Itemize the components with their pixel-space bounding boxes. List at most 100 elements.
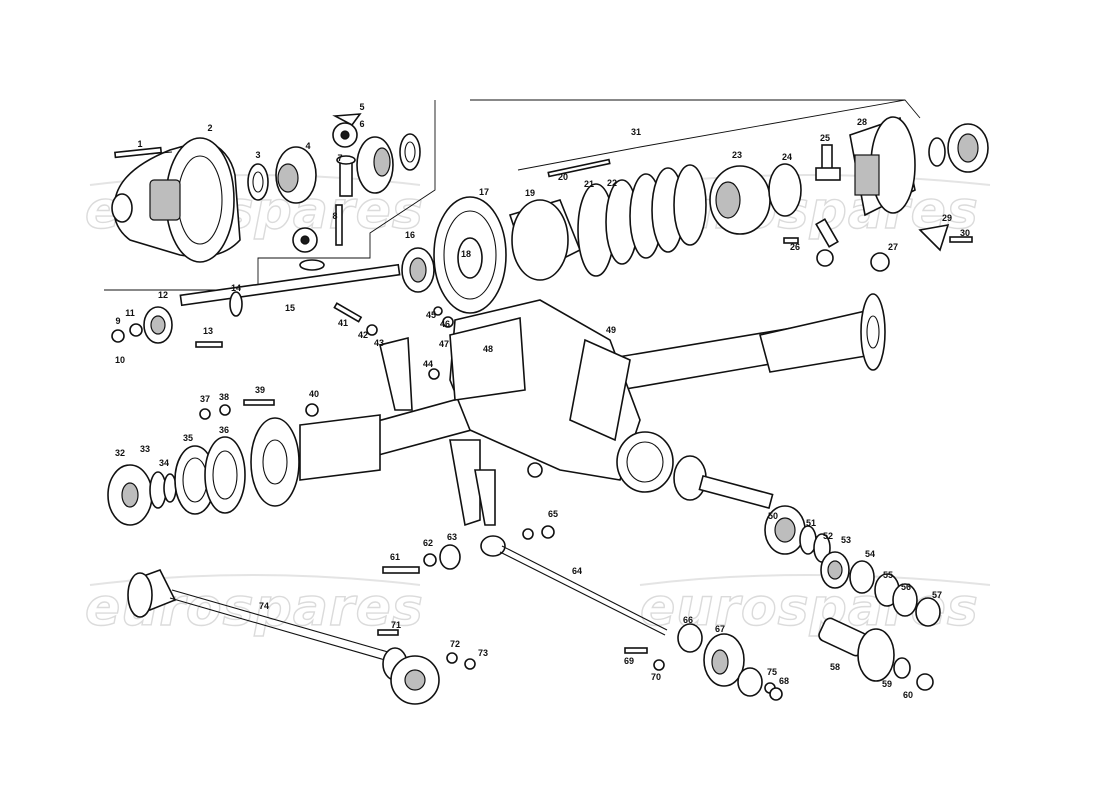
callout-45: 45 [426, 310, 436, 320]
hardware-37-38-39-40 [199, 399, 319, 420]
pin-1 [114, 146, 163, 159]
callout-19: 19 [525, 188, 535, 198]
callout-57: 57 [932, 590, 942, 600]
callout-71: 71 [391, 620, 401, 630]
callout-38: 38 [219, 392, 229, 402]
callout-68: 68 [779, 676, 789, 686]
callout-28: 28 [857, 117, 867, 127]
bearing-16a [401, 247, 435, 293]
side-gear-4a [275, 146, 317, 204]
small-parts-26-27-29-30 [783, 223, 973, 272]
plate-36 [204, 436, 246, 514]
axle-housing-49 [343, 299, 882, 527]
differential-case [111, 137, 241, 263]
pin-8 [335, 204, 343, 246]
callout-5: 5 [359, 102, 364, 112]
callout-70: 70 [651, 672, 661, 682]
bearing-16b [947, 123, 989, 173]
callout-32: 32 [115, 448, 125, 458]
callout-66: 66 [683, 615, 693, 625]
seal-54 [849, 560, 875, 594]
callout-48: 48 [483, 344, 493, 354]
callout-51: 51 [806, 518, 816, 528]
washer-3a [247, 163, 269, 201]
callout-11: 11 [125, 308, 135, 318]
callout-52: 52 [823, 531, 833, 541]
callout-49: 49 [606, 325, 616, 335]
callout-22: 22 [607, 178, 617, 188]
callout-43: 43 [374, 338, 384, 348]
callout-23: 23 [732, 150, 742, 160]
callout-74: 74 [259, 601, 269, 611]
callout-37: 37 [200, 394, 210, 404]
callout-33: 33 [140, 444, 150, 454]
washer-5b [299, 259, 325, 271]
bracket-43 [379, 336, 413, 411]
diff-housing-19 [508, 199, 582, 281]
callout-35: 35 [183, 433, 193, 443]
callout-15: 15 [285, 303, 295, 313]
clutch-pack-21-22 [577, 164, 707, 277]
seal-56 [892, 583, 918, 617]
callout-42: 42 [358, 330, 368, 340]
callout-7: 7 [337, 153, 342, 163]
washer-59 [893, 657, 911, 679]
callout-44: 44 [423, 359, 433, 369]
callout-50: 50 [768, 511, 778, 521]
gasket-48 [449, 316, 526, 401]
callout-60: 60 [903, 690, 913, 700]
callout-25: 25 [820, 133, 830, 143]
bearing-53 [820, 551, 850, 589]
callout-3: 3 [255, 150, 260, 160]
housing-28 [849, 116, 916, 217]
callout-72: 72 [450, 639, 460, 649]
callout-46: 46 [440, 319, 450, 329]
ring-gear-17 [433, 196, 507, 314]
callout-54: 54 [865, 549, 875, 559]
washer-34 [163, 473, 177, 503]
washer-3b [399, 133, 421, 171]
gear-24 [768, 163, 802, 217]
callout-55: 55 [883, 570, 893, 580]
callout-47: 47 [439, 339, 449, 349]
callout-20: 20 [558, 172, 568, 182]
callout-18: 18 [461, 249, 471, 259]
callout-12: 12 [158, 290, 168, 300]
callout-16: 16 [405, 230, 415, 240]
callout-30: 30 [960, 228, 970, 238]
callout-31: 31 [631, 127, 641, 137]
flange-58 [818, 617, 895, 682]
callout-34: 34 [159, 458, 169, 468]
callout-40: 40 [309, 389, 319, 399]
housing-23 [709, 165, 771, 235]
bolt-20 [547, 158, 611, 178]
callout-69: 69 [624, 656, 634, 666]
callout-1: 1 [137, 139, 142, 149]
callout-65: 65 [548, 509, 558, 519]
callout-24: 24 [782, 152, 792, 162]
callout-29: 29 [942, 213, 952, 223]
callout-58: 58 [830, 662, 840, 672]
callout-64: 64 [572, 566, 582, 576]
callout-56: 56 [901, 582, 911, 592]
callout-2: 2 [207, 123, 212, 133]
callout-59: 59 [882, 679, 892, 689]
callout-41: 41 [338, 318, 348, 328]
hardware-41-42-44-45-46 [333, 302, 543, 478]
ring-57 [915, 597, 941, 627]
callout-14: 14 [231, 283, 241, 293]
side-gear-4b [356, 136, 394, 194]
callout-10: 10 [115, 355, 125, 365]
pinion-6b [292, 227, 318, 253]
callout-4: 4 [305, 141, 310, 151]
right-axle-tube [759, 293, 886, 373]
hub-flange-32 [107, 464, 153, 526]
callout-61: 61 [390, 552, 400, 562]
callout-53: 53 [841, 535, 851, 545]
callout-6: 6 [359, 119, 364, 129]
callout-63: 63 [447, 532, 457, 542]
callout-17: 17 [479, 187, 489, 197]
washer-18 [928, 137, 946, 167]
propeller-shaft-74 [127, 569, 440, 705]
